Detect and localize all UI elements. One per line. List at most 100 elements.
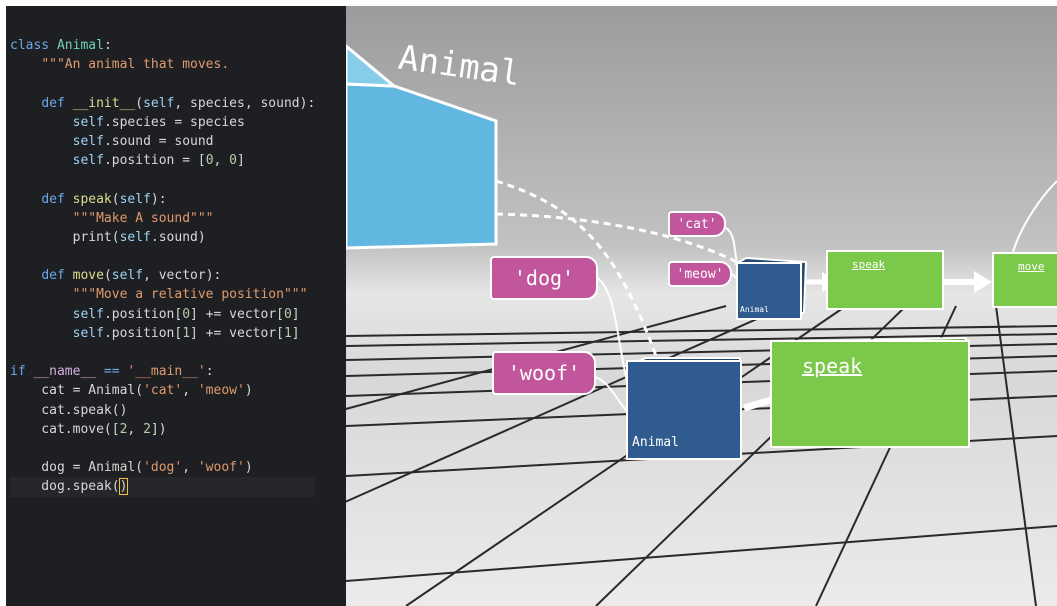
code-line[interactable] bbox=[10, 247, 315, 266]
code-line[interactable]: dog = Animal('dog', 'woof') bbox=[10, 458, 315, 477]
code-token: 2 bbox=[119, 421, 128, 437]
code-token: self bbox=[143, 95, 175, 111]
tag-dog[interactable]: 'dog' bbox=[490, 256, 598, 300]
scene-graphics bbox=[346, 44, 1057, 606]
code-token: def bbox=[41, 95, 73, 111]
code-line[interactable] bbox=[10, 74, 315, 93]
code-token: 0 bbox=[229, 153, 237, 169]
code-token: self bbox=[72, 153, 104, 169]
code-token: .position[ bbox=[103, 325, 183, 341]
tag-cat[interactable]: 'cat' bbox=[668, 211, 726, 237]
code-token bbox=[10, 96, 41, 111]
code-token: cat = Animal( bbox=[10, 383, 144, 399]
code-token: ( bbox=[111, 191, 120, 207]
code-token: ): bbox=[150, 191, 167, 207]
code-token: cat.speak() bbox=[10, 402, 128, 418]
code-token: """Move a relative position""" bbox=[72, 287, 308, 303]
code-line[interactable]: class Animal: bbox=[10, 36, 315, 55]
code-line[interactable]: self.position[0] += vector[0] bbox=[10, 305, 315, 324]
code-token: self bbox=[72, 325, 104, 341]
code-line[interactable]: cat.move([2, 2]) bbox=[10, 420, 315, 439]
code-token: speak bbox=[72, 191, 112, 207]
code-line[interactable]: cat.speak() bbox=[10, 401, 315, 420]
code-token: 1 bbox=[182, 325, 191, 341]
code-token bbox=[10, 211, 73, 226]
code-token: 1 bbox=[283, 325, 292, 341]
code-line[interactable]: self.sound = sound bbox=[10, 132, 315, 151]
code-token: self bbox=[119, 229, 151, 245]
code-token bbox=[10, 115, 73, 130]
code-token: self bbox=[72, 306, 104, 322]
code-token: move bbox=[72, 268, 104, 284]
code-token: self bbox=[72, 133, 104, 149]
code-token: , species, sound): bbox=[174, 95, 316, 111]
code-line[interactable]: def speak(self): bbox=[10, 190, 315, 209]
code-token: ] bbox=[291, 306, 300, 322]
code-line[interactable]: """An animal that moves. bbox=[10, 55, 315, 74]
code-token: : bbox=[205, 364, 214, 380]
code-line[interactable]: """Make A sound""" bbox=[10, 209, 315, 228]
code-token bbox=[10, 326, 73, 341]
method-speak-large[interactable]: speak bbox=[770, 340, 970, 448]
code-token bbox=[10, 192, 41, 207]
text-cursor: ) bbox=[118, 478, 129, 496]
code-token: 0 bbox=[283, 306, 292, 322]
code-line[interactable]: dog.speak() bbox=[10, 477, 316, 497]
code-line[interactable]: cat = Animal('cat', 'meow') bbox=[10, 381, 315, 400]
code-token bbox=[10, 153, 73, 168]
code-token: ) bbox=[244, 383, 253, 399]
vr-scene[interactable]: Animal 'cat' 'meow' 'dog' 'woof' Animal … bbox=[346, 6, 1057, 606]
code-token: ]) bbox=[150, 421, 167, 437]
class-cube[interactable] bbox=[346, 44, 498, 250]
method-speak-small[interactable]: speak bbox=[826, 250, 944, 310]
method-move[interactable]: move bbox=[992, 252, 1057, 308]
instance-cat-box[interactable]: Animal bbox=[736, 262, 802, 320]
code-editor[interactable]: class Animal: """An animal that moves. d… bbox=[6, 6, 346, 606]
code-token: self bbox=[111, 268, 144, 284]
code-token: .position[ bbox=[103, 306, 183, 322]
method-speak-small-label: speak bbox=[852, 258, 886, 271]
code-token: class bbox=[10, 38, 57, 53]
code-line[interactable]: self.position[1] += vector[1] bbox=[10, 324, 315, 343]
code-token: if bbox=[10, 364, 34, 380]
code-token: 'dog' bbox=[143, 460, 183, 476]
code-token: Animal bbox=[56, 38, 104, 53]
code-line[interactable] bbox=[10, 170, 315, 189]
code-token: , bbox=[127, 421, 144, 437]
code-line[interactable]: def move(self, vector): bbox=[10, 266, 315, 285]
method-speak-large-label: speak bbox=[802, 354, 863, 378]
code-token: ( bbox=[135, 95, 144, 111]
code-token: """An animal that moves. bbox=[41, 57, 230, 73]
method-move-label: move bbox=[1018, 260, 1045, 273]
code-line[interactable] bbox=[10, 439, 315, 458]
code-line[interactable]: self.species = species bbox=[10, 113, 315, 132]
instance-dog-box[interactable]: Animal bbox=[626, 360, 742, 460]
tag-woof[interactable]: 'woof' bbox=[492, 351, 596, 395]
code-token: 'cat' bbox=[143, 383, 183, 399]
instance-dog-label: Animal bbox=[632, 435, 679, 450]
code-token: __init__ bbox=[72, 95, 136, 111]
code-line[interactable]: if __name__ == '__main__': bbox=[10, 362, 315, 381]
code-token bbox=[10, 287, 73, 302]
code-line[interactable]: self.position = [0, 0] bbox=[10, 151, 315, 170]
code-token: .species = species bbox=[103, 114, 245, 130]
code-token: ) bbox=[244, 460, 253, 476]
code-token: self bbox=[119, 191, 151, 207]
code-token bbox=[10, 134, 73, 149]
code-token: __name__ bbox=[33, 364, 97, 380]
code-line[interactable]: print(self.sound) bbox=[10, 228, 315, 247]
code-token: cat.move([ bbox=[10, 421, 120, 437]
code-line[interactable] bbox=[10, 343, 315, 362]
code-token: 'woof' bbox=[197, 460, 245, 476]
code-token: .position = [ bbox=[103, 153, 206, 169]
code-line[interactable]: """Move a relative position""" bbox=[10, 285, 315, 304]
code-token: , bbox=[213, 153, 230, 169]
code-token: ] bbox=[291, 325, 300, 341]
code-line[interactable]: def __init__(self, species, sound): bbox=[10, 94, 315, 113]
code-text[interactable]: class Animal: """An animal that moves. d… bbox=[10, 36, 316, 497]
code-token: .sound) bbox=[150, 229, 206, 245]
tag-meow[interactable]: 'meow' bbox=[668, 261, 732, 287]
code-token: ] bbox=[237, 153, 245, 169]
code-token: 2 bbox=[143, 421, 151, 437]
